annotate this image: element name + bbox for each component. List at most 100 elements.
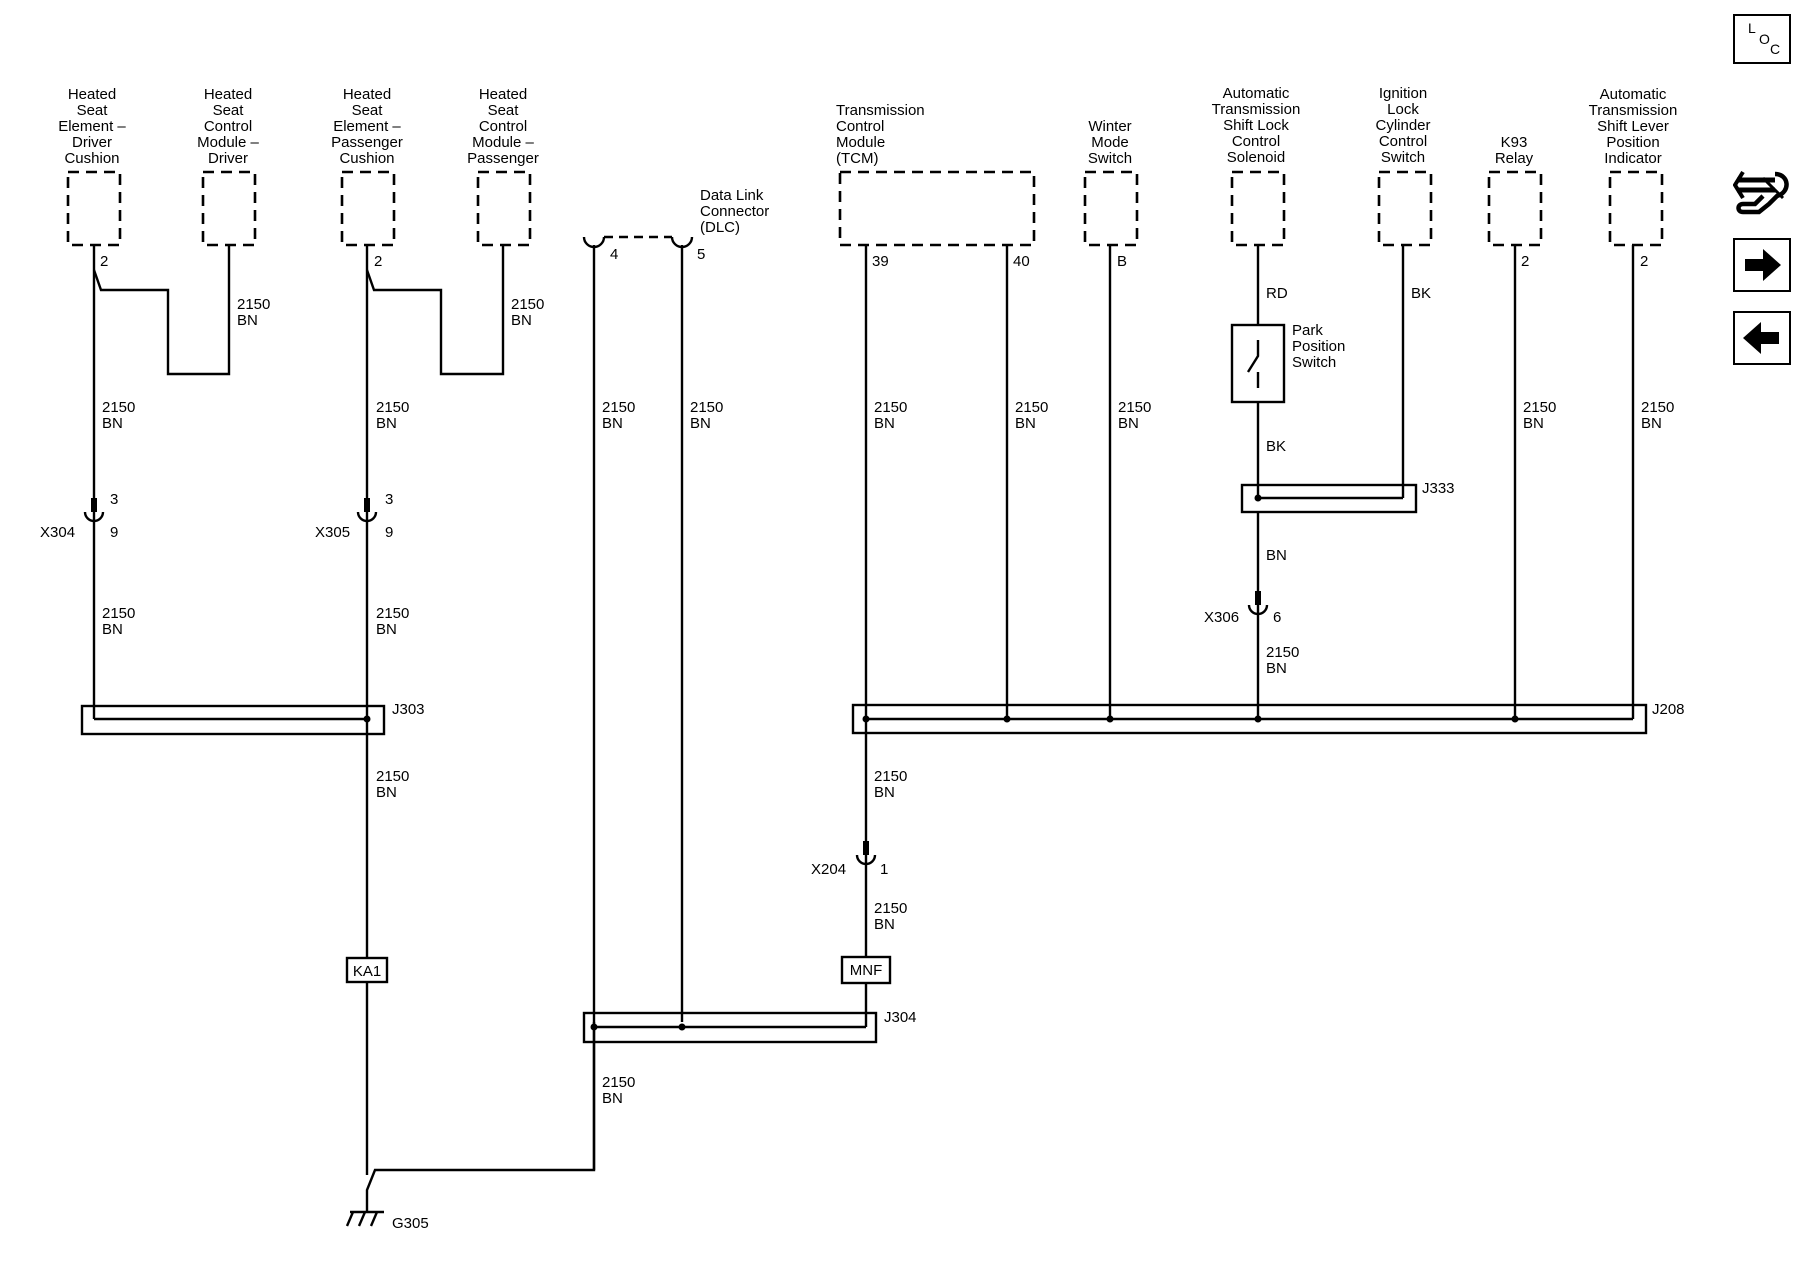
connector-view-button[interactable] [1732,168,1793,220]
svg-text:Element –: Element – [333,118,401,135]
svg-text:2150: 2150 [1118,399,1151,416]
svg-text:(TCM): (TCM) [836,150,878,167]
svg-text:2150: 2150 [1523,399,1556,416]
svg-text:2150: 2150 [1015,399,1048,416]
pin-label: 5 [697,246,705,263]
svg-text:Passenger: Passenger [467,150,539,167]
arrow-left-icon [1743,322,1779,354]
svg-text:Connector: Connector [700,203,769,220]
svg-text:2150: 2150 [102,399,135,416]
splice-j303: J303 [80,701,425,736]
connector-x204: X204 1 [811,861,888,878]
svg-text:BN: BN [237,312,258,329]
shift-lock-solenoid-title: Automatic Transmission Shift Lock Contro… [1212,85,1301,166]
svg-text:Driver: Driver [72,134,112,151]
svg-text:Switch: Switch [1292,354,1336,371]
pin-label: B [1117,253,1127,270]
svg-text:2150: 2150 [376,399,409,416]
pin-label: 2 [100,253,108,270]
svg-text:Automatic: Automatic [1600,86,1667,103]
svg-text:Heated: Heated [204,86,252,103]
svg-text:6: 6 [1273,609,1281,626]
svg-text:2150: 2150 [874,900,907,917]
connector-x305: X305 3 9 [315,491,393,541]
svg-text:Module: Module [836,134,885,151]
connector-plug-icon [1732,170,1789,215]
svg-text:Control: Control [836,118,884,135]
svg-text:BN: BN [874,916,895,933]
heated-seat-passenger-title: Heated Seat Element – Passenger Cushion [331,86,403,167]
svg-text:G305: G305 [392,1215,429,1232]
svg-text:BN: BN [602,415,623,432]
svg-text:2150: 2150 [690,399,723,416]
ignition-lock-switch-box [1377,170,1433,247]
svg-text:Seat: Seat [213,102,245,119]
svg-text:2150: 2150 [237,296,270,313]
svg-text:Winter: Winter [1088,118,1131,135]
svg-text:Module –: Module – [197,134,259,151]
svg-text:2150: 2150 [1641,399,1674,416]
svg-text:2150: 2150 [376,605,409,622]
svg-text:Heated: Heated [343,86,391,103]
pin-label: 2 [1640,253,1648,270]
svg-text:BN: BN [376,784,397,801]
svg-text:BN: BN [1015,415,1036,432]
heated-seat-passenger-box [340,170,396,247]
svg-text:L: L [1748,20,1756,36]
pin-label: 2 [1521,253,1529,270]
svg-text:Shift Lever: Shift Lever [1597,118,1669,135]
svg-text:2150: 2150 [1266,644,1299,661]
svg-text:BN: BN [874,784,895,801]
svg-text:1: 1 [880,861,888,878]
dlc-connector [582,235,694,249]
svg-text:BN: BN [1118,415,1139,432]
park-position-switch: Park Position Switch [1230,322,1345,404]
svg-text:(DLC): (DLC) [700,219,740,236]
svg-text:Control: Control [479,118,527,135]
svg-text:X304: X304 [40,524,75,541]
svg-text:Indicator: Indicator [1604,150,1662,167]
heated-seat-driver-box [66,170,122,247]
connector-x306: X306 6 [1204,609,1281,626]
svg-text:Automatic: Automatic [1223,85,1290,102]
svg-text:Ignition: Ignition [1379,85,1427,102]
svg-text:BN: BN [376,415,397,432]
svg-text:Position: Position [1292,338,1345,355]
tcm-box [838,170,1036,247]
arrow-right-icon [1745,249,1781,281]
next-page-button[interactable] [1733,238,1791,292]
svg-text:Data Link: Data Link [700,187,764,204]
svg-text:BN: BN [102,621,123,638]
svg-text:Switch: Switch [1381,149,1425,166]
svg-text:Park: Park [1292,322,1323,339]
previous-page-button[interactable] [1733,311,1791,365]
location-view-button[interactable]: L O C [1733,14,1791,64]
svg-text:KA1: KA1 [353,963,381,980]
svg-text:Seat: Seat [352,102,384,119]
shift-lever-indicator-title: Automatic Transmission Shift Lever Posit… [1589,86,1678,167]
k93-relay-box [1487,170,1543,247]
heated-seat-module-passenger-title: Heated Seat Control Module – Passenger [467,86,539,167]
svg-text:BN: BN [1523,415,1544,432]
svg-text:Control: Control [204,118,252,135]
shift-lock-solenoid-box [1230,170,1286,247]
dlc-title: Data Link Connector (DLC) [700,187,769,236]
location-icon: L O C [1748,20,1780,57]
svg-text:2150: 2150 [102,605,135,622]
svg-text:Passenger: Passenger [331,134,403,151]
svg-text:Transmission: Transmission [1212,101,1301,118]
svg-text:BN: BN [102,415,123,432]
pin-label: 40 [1013,253,1030,270]
svg-text:Heated: Heated [68,86,116,103]
